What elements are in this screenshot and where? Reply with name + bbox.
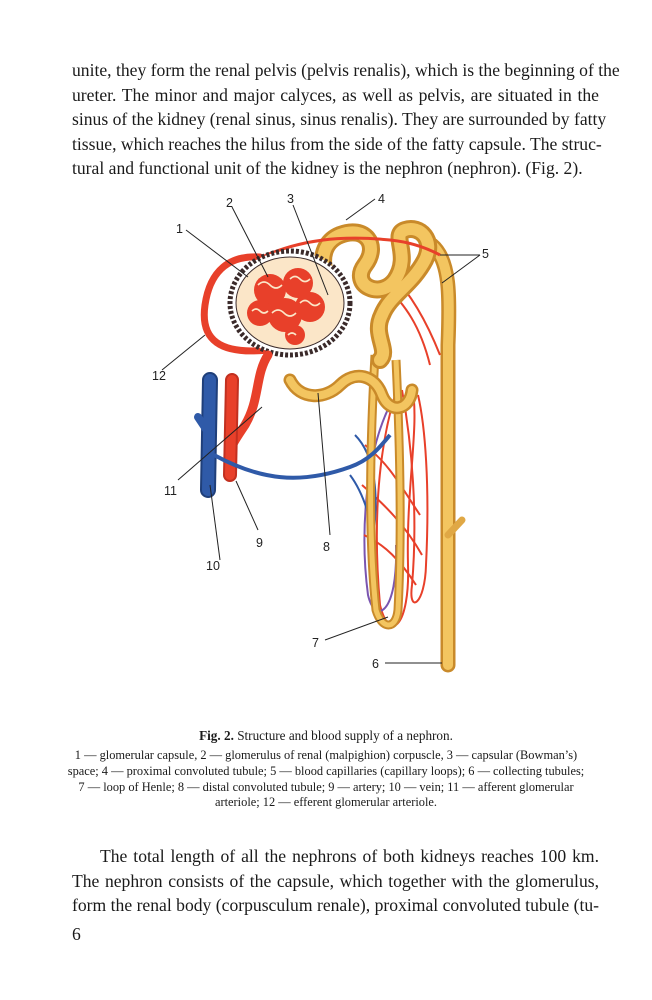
proximal-convoluted-tubule [314, 220, 438, 369]
artery-highlight [225, 375, 237, 480]
legend-line: arteriole; 12 — efferent glomerular arte… [214, 795, 437, 810]
bottom-paragraph: The total length of all the nephrons of … [72, 844, 599, 918]
text-line: tural and functional unit of the kidney … [72, 158, 583, 179]
leader-lines [161, 198, 481, 664]
top-paragraph: unite, they form the renal pelvis (pelvi… [72, 58, 620, 181]
label-12: 12 [152, 369, 166, 383]
collecting-tubule-highlight [427, 240, 454, 670]
vein-branch [194, 413, 214, 439]
label-5: 5 [482, 247, 489, 261]
distal-convoluted-tubule [283, 369, 419, 414]
page-number: 6 [72, 924, 81, 944]
label-6: 6 [372, 657, 379, 671]
label-2: 2 [226, 196, 233, 210]
label-1: 1 [176, 222, 183, 236]
text-line: The nephron consists of the capsule, whi… [72, 870, 599, 891]
label-9: 9 [256, 536, 263, 550]
figure-caption: Fig. 2. Structure and blood supply of a … [56, 728, 596, 744]
loop-of-henle-highlight [368, 354, 403, 628]
efferent-arteriole [200, 253, 272, 355]
legend-line: space; 4 — proximal convoluted tubule; 5… [67, 763, 585, 778]
text-line: unite, they form the renal pelvis (pelvi… [72, 60, 620, 80]
collecting-tubule-branch [444, 516, 466, 539]
glomerulus-capillary-loops [251, 275, 321, 336]
text-line: sinus of the kidney (renal sinus, sinus … [72, 109, 607, 130]
figure-caption-title: Structure and blood supply of a nephron. [233, 728, 453, 743]
label-10: 10 [206, 559, 220, 573]
venous-return [213, 433, 392, 480]
nephron-figure: 1 2 3 4 5 6 7 8 9 10 11 12 [150, 185, 510, 705]
label-4: 4 [378, 192, 385, 206]
text-line: ureter. The minor and major calyces, as … [72, 84, 599, 105]
text-line: The total length of all the nephrons of … [100, 846, 599, 866]
label-8: 8 [323, 540, 330, 554]
text-line: form the renal body (corpusculum renale)… [72, 895, 599, 916]
label-7: 7 [312, 636, 319, 650]
label-3: 3 [287, 192, 294, 206]
legend-line: 7 — loop of Henle; 8 — distal convoluted… [78, 779, 574, 794]
efferent-arteriole-extension [261, 236, 441, 259]
nephron-illustration: 1 2 3 4 5 6 7 8 9 10 11 12 [152, 192, 489, 673]
legend-line: 1 — glomerular capsule, 2 — glomerulus o… [74, 748, 578, 762]
figure-number: Fig. 2. [199, 728, 234, 743]
figure-legend: 1 — glomerular capsule, 2 — glomerulus o… [56, 748, 596, 811]
text-line: tissue, which reaches the hilus from the… [72, 133, 602, 154]
label-11: 11 [164, 484, 177, 498]
